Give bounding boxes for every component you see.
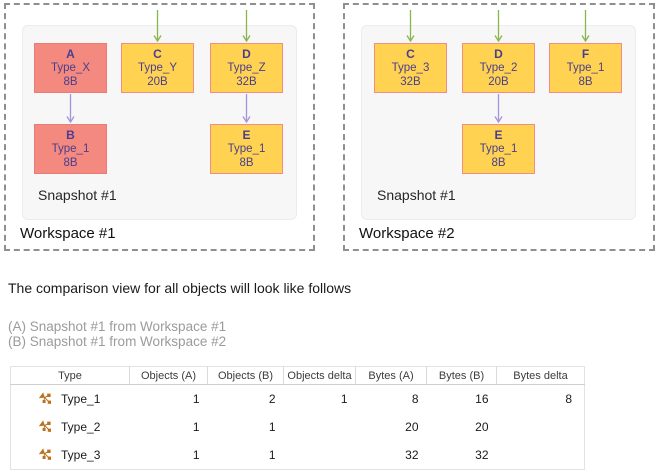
type-cell: Type_1	[11, 385, 130, 414]
type-icon	[38, 448, 51, 460]
value-cell: 8	[411, 392, 419, 406]
node-letter: C	[153, 47, 162, 61]
snapshot-label: Snapshot #1	[38, 187, 117, 203]
node-letter: A	[66, 47, 75, 61]
node-type: Type_1	[566, 62, 605, 74]
value-cell: 8	[565, 392, 572, 406]
column-header-bytes-b-: Bytes (B)	[426, 366, 497, 385]
column-header-type: Type	[10, 366, 130, 385]
node-type: Type_Y	[138, 62, 177, 74]
type-name: Type_1	[61, 392, 101, 406]
legend-line-a: (A) Snapshot #1 from Workspace #1	[8, 319, 227, 334]
value-cell: 16	[475, 392, 489, 406]
table-row: Type_1 1 2 1 8 16 8	[11, 385, 585, 414]
node-type: Type_1	[51, 143, 90, 155]
value-cell: 20	[475, 420, 489, 434]
value-cell	[284, 413, 356, 441]
column-header-bytes-delta: Bytes delta	[496, 366, 585, 385]
value-cell	[497, 413, 585, 441]
node-letter: D	[242, 47, 251, 61]
node-letter: B	[66, 128, 75, 142]
type-cell: Type_2	[11, 413, 130, 441]
node-size: 20B	[147, 76, 168, 88]
node-size: 20B	[488, 76, 509, 88]
caption: The comparison view for all objects will…	[8, 280, 352, 296]
node-size: 8B	[63, 157, 78, 169]
type-icon	[38, 392, 51, 404]
node-size: 8B	[578, 76, 593, 88]
value-cell: 32	[405, 448, 419, 462]
snapshot-label: Snapshot #1	[377, 187, 456, 203]
node-type: Type_1	[227, 143, 266, 155]
value-cell	[284, 441, 356, 470]
value-cell: 1	[268, 448, 276, 462]
node-type: Type_2	[479, 62, 518, 74]
value-cell: 20	[405, 420, 419, 434]
node-type: Type_Z	[227, 62, 266, 74]
value-cell: 1	[192, 420, 200, 434]
legend-line-b: (B) Snapshot #1 from Workspace #2	[8, 333, 227, 349]
type-name: Type_2	[61, 420, 101, 434]
column-header-objects-b-: Objects (B)	[207, 366, 284, 385]
table-row: Type_2 1 1 20 20	[11, 413, 585, 441]
type-name: Type_3	[61, 448, 101, 462]
column-header-objects-a-: Objects (A)	[129, 366, 208, 385]
node-letter: E	[494, 128, 503, 142]
node-letter: E	[242, 128, 251, 142]
type-cell: Type_3	[11, 441, 130, 470]
node-size: 8B	[491, 157, 506, 169]
table-row: Type_3 1 1 32 32	[11, 441, 585, 470]
value-cell: 2	[268, 392, 276, 406]
column-header-objects-delta: Objects delta	[283, 366, 356, 385]
snapshot-legend: (A) Snapshot #1 from Workspace #1 (B) Sn…	[8, 319, 227, 349]
column-header-bytes-a-: Bytes (A)	[355, 366, 427, 385]
node-size: 8B	[239, 157, 254, 169]
node-letter: C	[406, 47, 415, 61]
node-size: 32B	[400, 76, 421, 88]
value-cell: 1	[340, 392, 348, 406]
node-size: 32B	[236, 76, 257, 88]
type-icon	[38, 420, 51, 432]
value-cell: 1	[268, 420, 276, 434]
workspace-label: Workspace #2	[359, 225, 455, 242]
value-cell	[497, 441, 585, 470]
value-cell: 1	[192, 392, 200, 406]
node-size: 8B	[63, 76, 78, 88]
value-cell: 32	[475, 448, 489, 462]
node-type: Type_X	[51, 62, 90, 74]
node-type: Type_1	[479, 143, 518, 155]
value-cell: 1	[192, 448, 200, 462]
workspace-label: Workspace #1	[20, 225, 116, 242]
node-type: Type_3	[391, 62, 430, 74]
node-letter: D	[494, 47, 503, 61]
node-letter: F	[581, 47, 590, 61]
